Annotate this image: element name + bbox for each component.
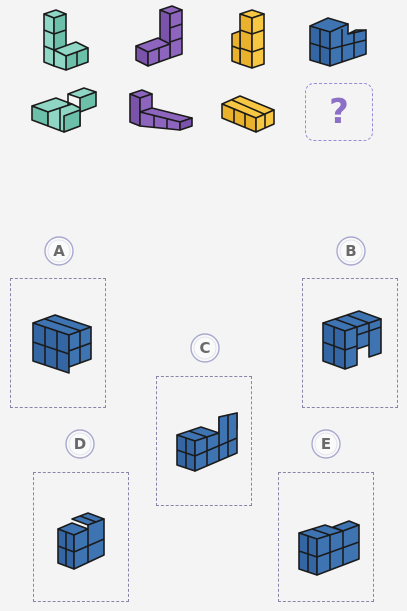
- option-d-label: D: [73, 435, 87, 453]
- option-c-label: C: [199, 339, 211, 357]
- purple-cube-shape-2: [129, 89, 193, 131]
- sequence-figure-5-teal: [28, 86, 100, 138]
- option-a-figure: [32, 314, 92, 374]
- sequence-figure-2-purple: [130, 2, 190, 70]
- yellow-cube-shape-1: [231, 9, 265, 69]
- sequence-figure-7-yellow: [218, 92, 280, 138]
- option-d-badge[interactable]: D: [64, 428, 96, 460]
- option-e-label: E: [320, 435, 332, 453]
- sequence-figure-3-yellow: [226, 6, 274, 74]
- missing-figure-placeholder: ?: [305, 83, 373, 141]
- option-e-box[interactable]: [278, 472, 374, 602]
- option-c-box[interactable]: [156, 376, 252, 506]
- option-b-figure: [322, 310, 382, 370]
- option-b-box[interactable]: [302, 278, 398, 408]
- option-e-figure: [298, 520, 360, 576]
- option-c-figure: [176, 412, 238, 472]
- option-a-badge[interactable]: A: [43, 235, 75, 267]
- blue-cube-shape-1: [309, 17, 367, 67]
- question-mark: ?: [329, 92, 349, 132]
- sequence-figure-1-teal: [30, 4, 100, 78]
- sequence-figure-4-blue: [304, 10, 374, 72]
- option-d-figure: [57, 512, 105, 570]
- option-d-box[interactable]: [33, 472, 129, 602]
- option-c-badge[interactable]: C: [189, 332, 221, 364]
- option-a-box[interactable]: [10, 278, 106, 408]
- sequence-figure-6-purple: [126, 86, 196, 134]
- purple-cube-shape-1: [135, 5, 183, 67]
- teal-cube-shape-1: [43, 9, 89, 71]
- option-e-badge[interactable]: E: [310, 428, 342, 460]
- teal-cube-shape-2: [31, 87, 97, 133]
- option-a-label: A: [53, 242, 65, 260]
- yellow-cube-shape-2: [221, 95, 275, 133]
- option-b-label: B: [345, 242, 357, 260]
- option-b-badge[interactable]: B: [335, 235, 367, 267]
